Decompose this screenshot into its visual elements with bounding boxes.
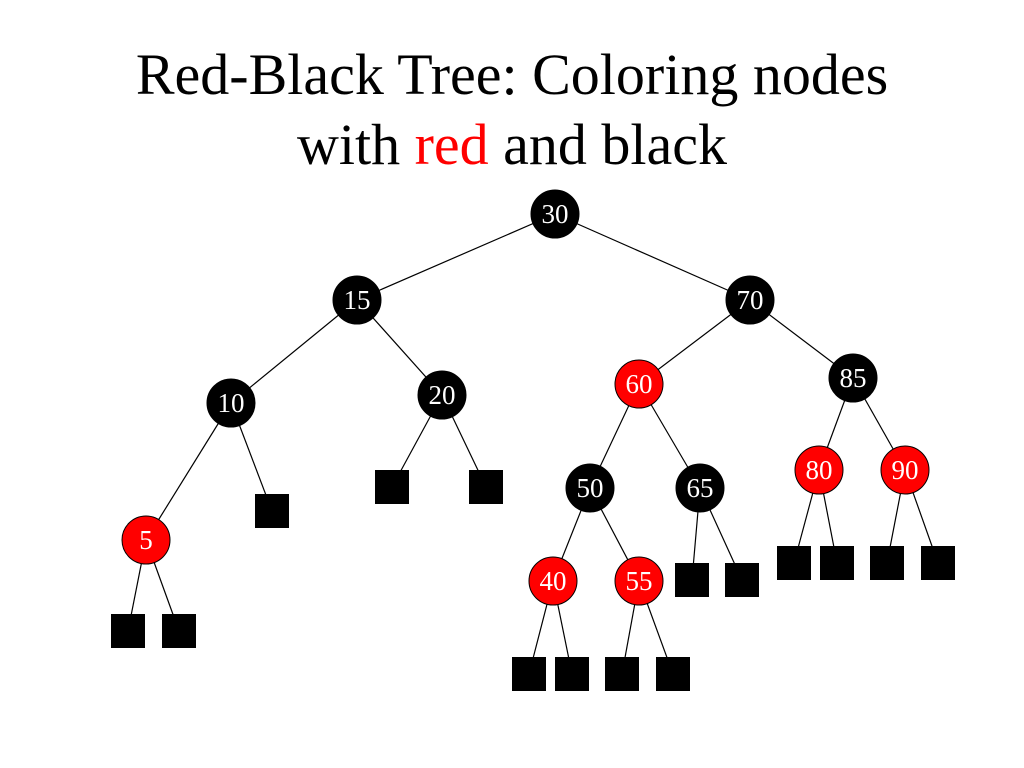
nil-leaf xyxy=(870,546,904,580)
tree-node-80: 80 xyxy=(794,445,844,495)
tree-node-circle-black xyxy=(332,275,382,325)
tree-node-circle-black xyxy=(828,353,878,403)
tree-node-label: 55 xyxy=(626,566,653,596)
title-line-2-prefix: with xyxy=(296,112,415,177)
tree-node-label: 90 xyxy=(892,455,919,485)
tree-node-label: 30 xyxy=(542,199,569,229)
tree-node-50: 50 xyxy=(565,463,615,513)
nil-leaf xyxy=(820,546,854,580)
tree-node-label: 70 xyxy=(737,285,764,315)
nil-leaf xyxy=(512,657,546,691)
tree-node-65: 65 xyxy=(675,463,725,513)
tree-node-label: 85 xyxy=(840,363,867,393)
tree-node-circle-red xyxy=(614,359,664,409)
nil-leaf xyxy=(375,470,409,504)
tree-nil-leaves xyxy=(111,470,955,691)
tree-node-circle-black xyxy=(530,189,580,239)
tree-node-circle-red xyxy=(121,515,171,565)
tree-node-label: 15 xyxy=(344,285,371,315)
nil-leaf xyxy=(162,614,196,648)
nil-leaf xyxy=(725,563,759,597)
nil-leaf xyxy=(255,494,289,528)
tree-node-90: 90 xyxy=(880,445,930,495)
title-red-word: red xyxy=(414,112,489,177)
tree-node-15: 15 xyxy=(332,275,382,325)
tree-node-40: 40 xyxy=(528,556,578,606)
nil-leaf xyxy=(605,657,639,691)
tree-edge-n10-n5 xyxy=(145,402,232,541)
tree-node-circle-black xyxy=(725,275,775,325)
tree-node-label: 80 xyxy=(806,455,833,485)
nil-leaf xyxy=(921,546,955,580)
tree-node-label: 20 xyxy=(429,380,456,410)
tree-edge-n30-n70 xyxy=(554,213,751,301)
tree-node-label: 5 xyxy=(139,525,153,555)
tree-node-circle-red xyxy=(880,445,930,495)
tree-node-label: 60 xyxy=(626,369,653,399)
tree-node-circle-red xyxy=(614,556,664,606)
tree-node-label: 50 xyxy=(577,473,604,503)
tree-node-70: 70 xyxy=(725,275,775,325)
tree-node-label: 40 xyxy=(540,566,567,596)
tree-edge-n30-n15 xyxy=(356,213,556,301)
nil-leaf xyxy=(469,470,503,504)
tree-node-60: 60 xyxy=(614,359,664,409)
tree-nodes: 30 15 70 10 20 60 85 5 50 65 80 90 40 55 xyxy=(121,189,930,606)
nil-leaf xyxy=(555,657,589,691)
tree-edges xyxy=(127,213,939,675)
tree-node-5: 5 xyxy=(121,515,171,565)
tree-node-85: 85 xyxy=(828,353,878,403)
nil-leaf xyxy=(656,657,690,691)
tree-node-30: 30 xyxy=(530,189,580,239)
tree-node-55: 55 xyxy=(614,556,664,606)
title-line-1: Red-Black Tree: Coloring nodes xyxy=(135,42,889,107)
tree-node-circle-black xyxy=(675,463,725,513)
tree-node-label: 65 xyxy=(687,473,714,503)
tree-node-20: 20 xyxy=(417,370,467,420)
tree-edge-n15-n10 xyxy=(230,299,358,404)
title-line-2: with red and black xyxy=(0,110,1024,180)
tree-node-circle-black xyxy=(206,378,256,428)
slide-title: Red-Black Tree: Coloring nodes with red … xyxy=(0,40,1024,180)
title-line-2-suffix: and black xyxy=(488,112,728,177)
tree-node-circle-black xyxy=(417,370,467,420)
tree-node-label: 10 xyxy=(218,388,245,418)
nil-leaf xyxy=(675,563,709,597)
nil-leaf xyxy=(777,546,811,580)
tree-node-circle-red xyxy=(794,445,844,495)
nil-leaf xyxy=(111,614,145,648)
tree-node-circle-red xyxy=(528,556,578,606)
tree-node-circle-black xyxy=(565,463,615,513)
tree-node-10: 10 xyxy=(206,378,256,428)
